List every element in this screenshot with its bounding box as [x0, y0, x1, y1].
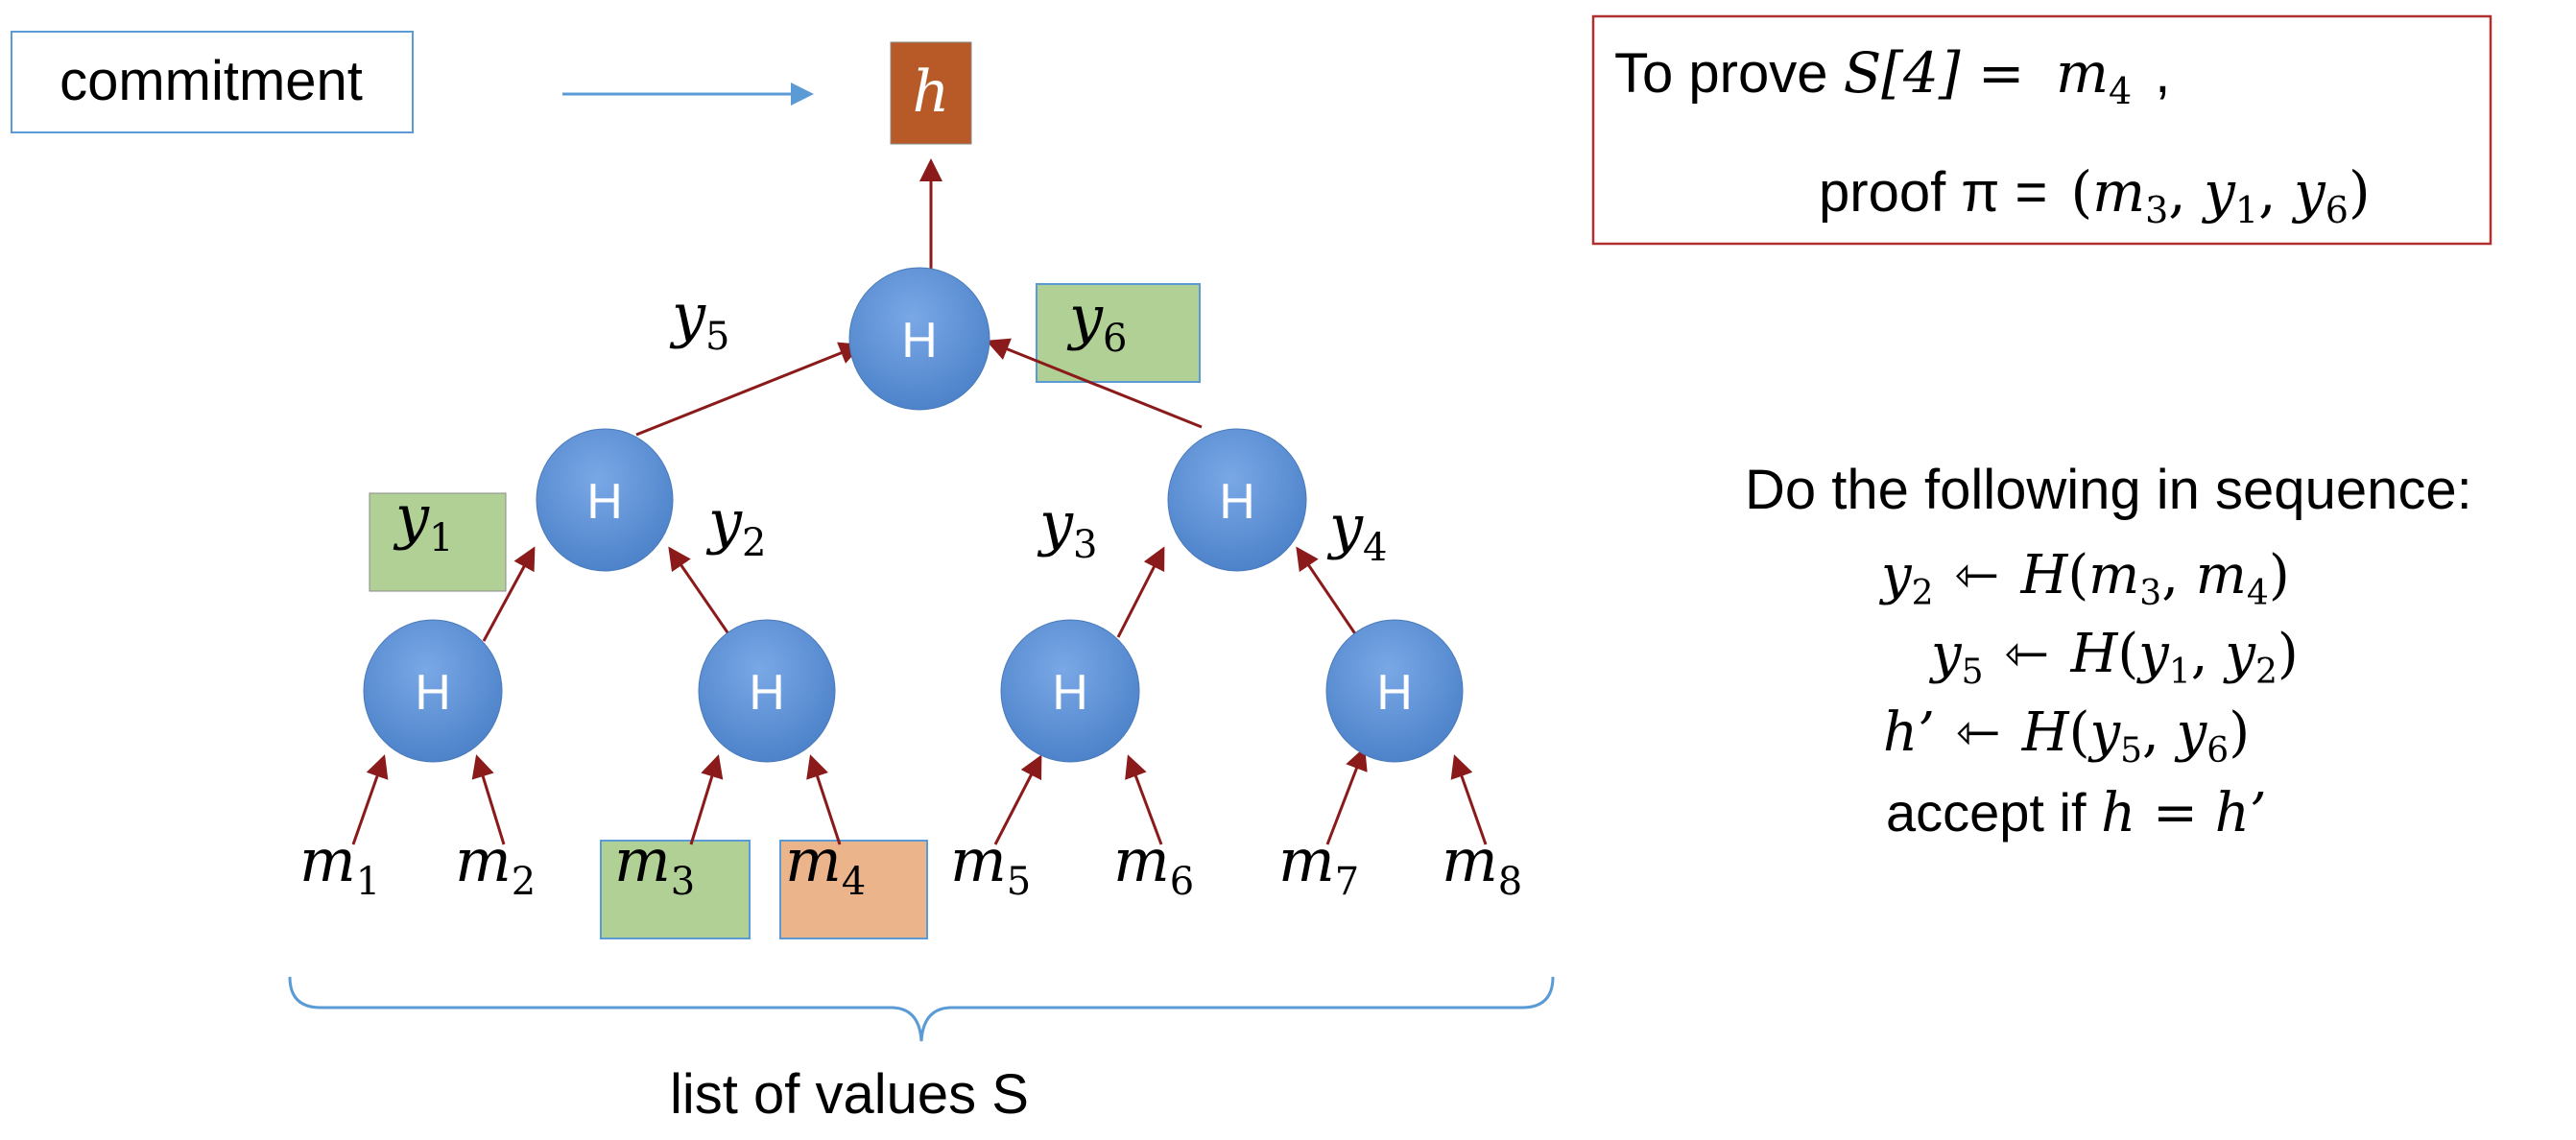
sequence-step-1: y2⇽H(m3, m4): [1878, 544, 2290, 613]
sequence-step-2: y5⇽H(y1, y2): [1928, 623, 2299, 692]
root-hash-symbol: h: [913, 59, 950, 126]
prove-line-2: proof π = (m3, y1, y6): [1819, 159, 2371, 231]
leaf-m7: m7: [1278, 825, 1359, 904]
hash-label-l1-right: H: [1219, 474, 1255, 530]
hash-node-l2-3: [1000, 619, 1140, 763]
hash-node-l2-1: [363, 619, 503, 763]
hash-label-l2-3: H: [1052, 665, 1088, 721]
m3-highlight: [600, 840, 751, 939]
label-y6: y6: [1066, 282, 1127, 361]
m4-highlight: [779, 840, 928, 939]
prove-box: [1591, 14, 2493, 246]
sequence-title: Do the following in sequence:: [1745, 459, 2472, 521]
hash-node-l1-left: [536, 428, 674, 572]
commitment-label: commitment: [60, 50, 363, 112]
leaf-m2: m2: [455, 825, 536, 904]
hash-label-l1-left: H: [586, 474, 623, 530]
list-brace: [288, 976, 1555, 1042]
hash-label-l2-2: H: [749, 665, 785, 721]
leaf-m5: m5: [950, 825, 1031, 904]
y6-highlight: [1036, 283, 1201, 383]
hash-node-root: [848, 267, 990, 411]
prove-line-1: To prove S[4] = m4 ,: [1614, 40, 2170, 112]
hash-label-l2-4: H: [1376, 665, 1413, 721]
tree-edges: [351, 158, 1488, 845]
list-label: list of values S: [670, 1063, 1029, 1126]
hash-node-l2-2: [698, 619, 836, 763]
label-y2: y2: [705, 487, 766, 565]
hash-node-l2-4: [1325, 619, 1464, 763]
leaf-m1: m1: [299, 825, 380, 904]
hash-label-l2-1: H: [415, 665, 451, 721]
hash-nodes: [363, 267, 1464, 763]
label-y3: y3: [1037, 488, 1097, 567]
leaf-m6: m6: [1113, 825, 1194, 904]
label-y1: y1: [393, 482, 453, 560]
leaf-m3: m3: [614, 825, 695, 904]
leaf-m4: m4: [785, 825, 866, 904]
sequence-accept: accept if h = h’: [1886, 782, 2267, 844]
label-y5: y5: [669, 280, 729, 359]
hash-node-l1-right: [1167, 428, 1307, 572]
y1-highlight: [369, 492, 507, 592]
label-y4: y4: [1326, 491, 1387, 570]
sequence-step-3: h’⇽H(y5, y6): [1883, 701, 2250, 771]
commitment-box: [11, 31, 414, 133]
hash-label-root: H: [901, 313, 938, 368]
leaf-m8: m8: [1442, 825, 1522, 904]
root-hash-box: [890, 41, 972, 145]
